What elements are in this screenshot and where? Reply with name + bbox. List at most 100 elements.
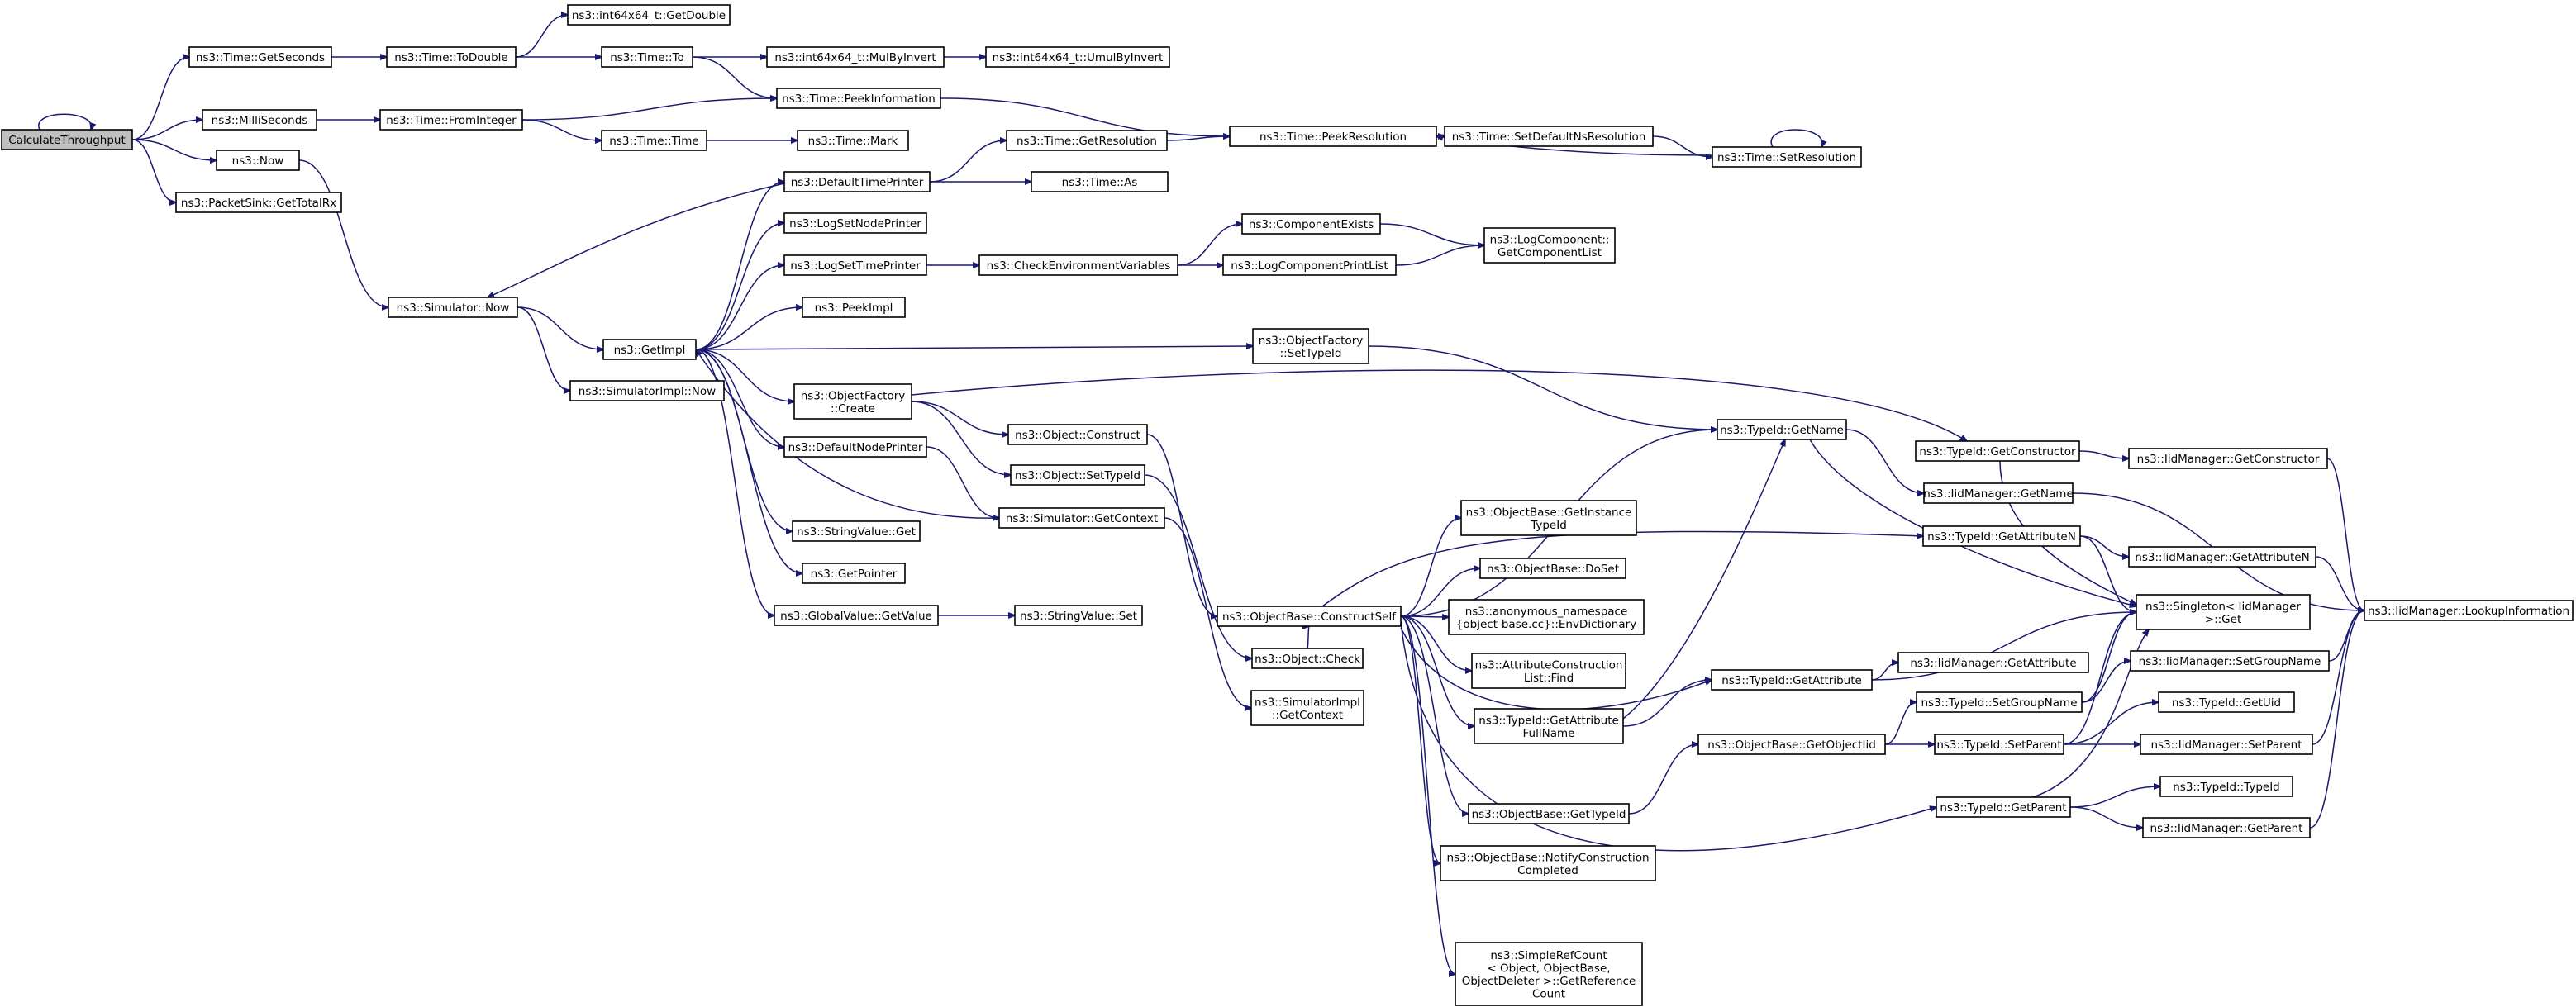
- node-ns3-iidmanager-lookupinformation[interactable]: ns3::IidManager::LookupInformation: [2364, 600, 2574, 621]
- node-ns3-int64x64-t-mulbyinvert[interactable]: ns3::int64x64_t::MulByInvert: [766, 46, 945, 68]
- node-box: [783, 212, 927, 234]
- node-ns3-stringvalue-get[interactable]: ns3::StringValue::Get: [792, 520, 921, 542]
- node-box: [1222, 254, 1397, 276]
- node-ns3-componentexists[interactable]: ns3::ComponentExists: [1241, 213, 1381, 235]
- node-ns3-iidmanager-getconstructor[interactable]: ns3::IidManager::GetConstructor: [2128, 448, 2328, 469]
- node-ns3-anonymous-namespace-object-base-cc-envdictionary[interactable]: ns3::anonymous_namespace{object-base.cc}…: [1448, 599, 1645, 635]
- node-ns3-stringvalue-set[interactable]: ns3::StringValue::Set: [1014, 605, 1143, 626]
- node-box: [216, 150, 300, 171]
- node-ns3-getimpl[interactable]: ns3::GetImpl: [602, 339, 697, 360]
- node-ns3-checkenvironmentvariables[interactable]: ns3::CheckEnvironmentVariables: [978, 254, 1178, 276]
- node-label: ::Create: [831, 402, 875, 416]
- node-box: [601, 46, 693, 68]
- node-ns3-iidmanager-getattribute[interactable]: ns3::IidManager::GetAttribute: [1897, 652, 2089, 673]
- node-ns3-simplerefcount-object-objectbase-objectdeleter-getreferencecount[interactable]: ns3::SimpleRefCount< Object, ObjectBase,…: [1455, 942, 1643, 1006]
- node-ns3-time-time[interactable]: ns3::Time::Time: [601, 130, 707, 151]
- edge-n31-to-n32: [911, 401, 1008, 435]
- edge-n25-to-n26: [1177, 224, 1242, 266]
- edge-n65-to-n50: [2032, 629, 2149, 798]
- node-box: [386, 46, 517, 68]
- edge-n59-to-n50: [2081, 612, 2136, 703]
- node-label: ns3::Object::SetTypeId: [1015, 469, 1140, 482]
- node-ns3-logsettimeprinter[interactable]: ns3::LogSetTimePrinter: [783, 254, 927, 276]
- node-label: ns3::IidManager::LookupInformation: [2368, 605, 2569, 618]
- edge-n58-to-n33: [1622, 439, 1785, 720]
- node-ns3-logsetnodeprinter[interactable]: ns3::LogSetNodePrinter: [783, 212, 927, 234]
- node-ns3-iidmanager-setparent[interactable]: ns3::IidManager::SetParent: [2140, 734, 2313, 755]
- node-box: [766, 46, 945, 68]
- node-ns3-iidmanager-getattributen[interactable]: ns3::IidManager::GetAttributeN: [2128, 546, 2316, 568]
- node-ns3-objectfactory-create[interactable]: ns3::ObjectFactory::Create: [793, 383, 912, 420]
- node-box: [1915, 440, 2080, 462]
- node-ns3-time-setresolution[interactable]: ns3::Time::SetResolution: [1712, 146, 1862, 168]
- node-ns3-int64x64-t-umulbyinvert[interactable]: ns3::int64x64_t::UmulByInvert: [985, 46, 1170, 68]
- edge-n0-to-n2: [131, 120, 202, 140]
- edge-n54-to-n50: [1871, 612, 2136, 681]
- node-ns3-defaulttimeprinter[interactable]: ns3::DefaultTimePrinter: [783, 171, 931, 192]
- node-ns3-milliseconds[interactable]: ns3::MilliSeconds: [202, 109, 317, 131]
- node-ns3-object-construct[interactable]: ns3::Object::Construct: [1007, 424, 1148, 445]
- node-ns3-typeid-getparent[interactable]: ns3::TypeId::GetParent: [1936, 796, 2071, 818]
- node-ns3-simulatorimpl-getcontext[interactable]: ns3::SimulatorImpl::GetContext: [1250, 690, 1364, 726]
- node-ns3-int64x64-t-getdouble[interactable]: ns3::int64x64_t::GetDouble: [567, 4, 731, 26]
- node-ns3-typeid-typeid[interactable]: ns3::TypeId::TypeId: [2159, 776, 2293, 797]
- node-ns3-time-getresolution[interactable]: ns3::Time::GetResolution: [1006, 130, 1168, 151]
- node-ns3-time-setdefaultnsresolution[interactable]: ns3::Time::SetDefaultNsResolution: [1444, 126, 1654, 147]
- node-ns3-logcomponentprintlist[interactable]: ns3::LogComponentPrintList: [1222, 254, 1397, 276]
- node-ns3-typeid-getconstructor[interactable]: ns3::TypeId::GetConstructor: [1915, 440, 2080, 462]
- node-ns3-singleton-iidmanager-get[interactable]: ns3::Singleton< IidManager >::Get: [2136, 594, 2311, 630]
- node-ns3-typeid-getattributen[interactable]: ns3::TypeId::GetAttributeN: [1922, 525, 2081, 547]
- node-box: [2142, 817, 2311, 838]
- node-box: [1455, 942, 1643, 1006]
- node-ns3-simulatorimpl-now[interactable]: ns3::SimulatorImpl::Now: [569, 380, 725, 401]
- edge-n48-to-n42: [1321, 530, 1923, 607]
- node-ns3-objectbase-notifyconstructioncompleted[interactable]: ns3::ObjectBase::NotifyConstructionCompl…: [1440, 845, 1656, 881]
- node-ns3-iidmanager-getname[interactable]: ns3::IidManager::GetName: [1923, 482, 2074, 504]
- node-calculatethroughput[interactable]: CalculateThroughput: [1, 129, 133, 150]
- node-ns3-typeid-getattribute[interactable]: ns3::TypeId::GetAttribute: [1711, 669, 1873, 691]
- node-ns3-iidmanager-setgroupname[interactable]: ns3::IidManager::SetGroupName: [2130, 650, 2330, 672]
- node-ns3-typeid-setgroupname[interactable]: ns3::TypeId::SetGroupName: [1916, 691, 2083, 713]
- node-ns3-defaultnodeprinter[interactable]: ns3::DefaultNodePrinter: [783, 436, 927, 458]
- node-ns3-packetsink-gettotalrx[interactable]: ns3::PacketSink::GetTotalRx: [175, 192, 342, 213]
- node-ns3-simulator-now[interactable]: ns3::Simulator::Now: [388, 297, 518, 318]
- node-ns3-objectbase-getobjectiid[interactable]: ns3::ObjectBase::GetObjectIid: [1697, 734, 1886, 755]
- node-ns3-time-todouble[interactable]: ns3::Time::ToDouble: [386, 46, 517, 68]
- edge-n63-to-n51: [2312, 610, 2364, 745]
- node-ns3-time-as[interactable]: ns3::Time::As: [1031, 171, 1169, 192]
- node-ns3-objectfactory-settypeid[interactable]: ns3::ObjectFactory::SetTypeId: [1252, 328, 1369, 364]
- edge-n21-to-n46: [695, 349, 774, 615]
- node-ns3-logcomponent-getcomponentlist[interactable]: ns3::LogComponent::GetComponentList: [1483, 227, 1616, 264]
- edge-n31-to-n34: [911, 369, 1967, 441]
- edge-n34-to-n35: [2078, 450, 2129, 458]
- node-box: [1217, 606, 1402, 627]
- node-ns3-typeid-getuid[interactable]: ns3::TypeId::GetUid: [2158, 691, 2295, 713]
- node-ns3-time-mark[interactable]: ns3::Time::Mark: [797, 130, 909, 151]
- node-box: [379, 109, 523, 131]
- edge-n30-to-n33: [1368, 345, 1717, 430]
- node-ns3-getpointer[interactable]: ns3::GetPointer: [802, 563, 906, 584]
- node-ns3-time-to[interactable]: ns3::Time::To: [601, 46, 693, 68]
- node-ns3-iidmanager-getparent[interactable]: ns3::IidManager::GetParent: [2142, 817, 2311, 838]
- node-ns3-now[interactable]: ns3::Now: [216, 150, 300, 171]
- node-ns3-time-frominteger[interactable]: ns3::Time::FromInteger: [379, 109, 523, 131]
- node-ns3-object-check[interactable]: ns3::Object::Check: [1251, 648, 1364, 669]
- node-ns3-time-peekinformation[interactable]: ns3::Time::PeekInformation: [776, 88, 941, 109]
- node-ns3-time-getseconds[interactable]: ns3::Time::GetSeconds: [188, 46, 332, 68]
- node-ns3-objectbase-constructself[interactable]: ns3::ObjectBase::ConstructSelf: [1217, 606, 1402, 627]
- node-ns3-globalvalue-getvalue[interactable]: ns3::GlobalValue::GetValue: [774, 605, 939, 626]
- node-ns3-time-peekresolution[interactable]: ns3::Time::PeekResolution: [1229, 126, 1437, 147]
- node-ns3-typeid-setparent[interactable]: ns3::TypeId::SetParent: [1934, 734, 2064, 755]
- node-box: [1031, 171, 1169, 192]
- node-ns3-typeid-getname[interactable]: ns3::TypeId::GetName: [1717, 419, 1847, 440]
- node-ns3-objectbase-doset[interactable]: ns3::ObjectBase::DoSet: [1479, 558, 1626, 579]
- node-label: ns3::TypeId::TypeId: [2173, 781, 2280, 794]
- node-label: ns3::TypeId::GetConstructor: [1919, 445, 2076, 458]
- node-ns3-objectbase-gettypeid[interactable]: ns3::ObjectBase::GetTypeId: [1468, 803, 1630, 824]
- node-ns3-object-settypeid[interactable]: ns3::Object::SetTypeId: [1010, 464, 1145, 486]
- node-ns3-peekimpl[interactable]: ns3::PeekImpl: [802, 297, 906, 318]
- node-ns3-simulator-getcontext[interactable]: ns3::Simulator::GetContext: [998, 507, 1165, 529]
